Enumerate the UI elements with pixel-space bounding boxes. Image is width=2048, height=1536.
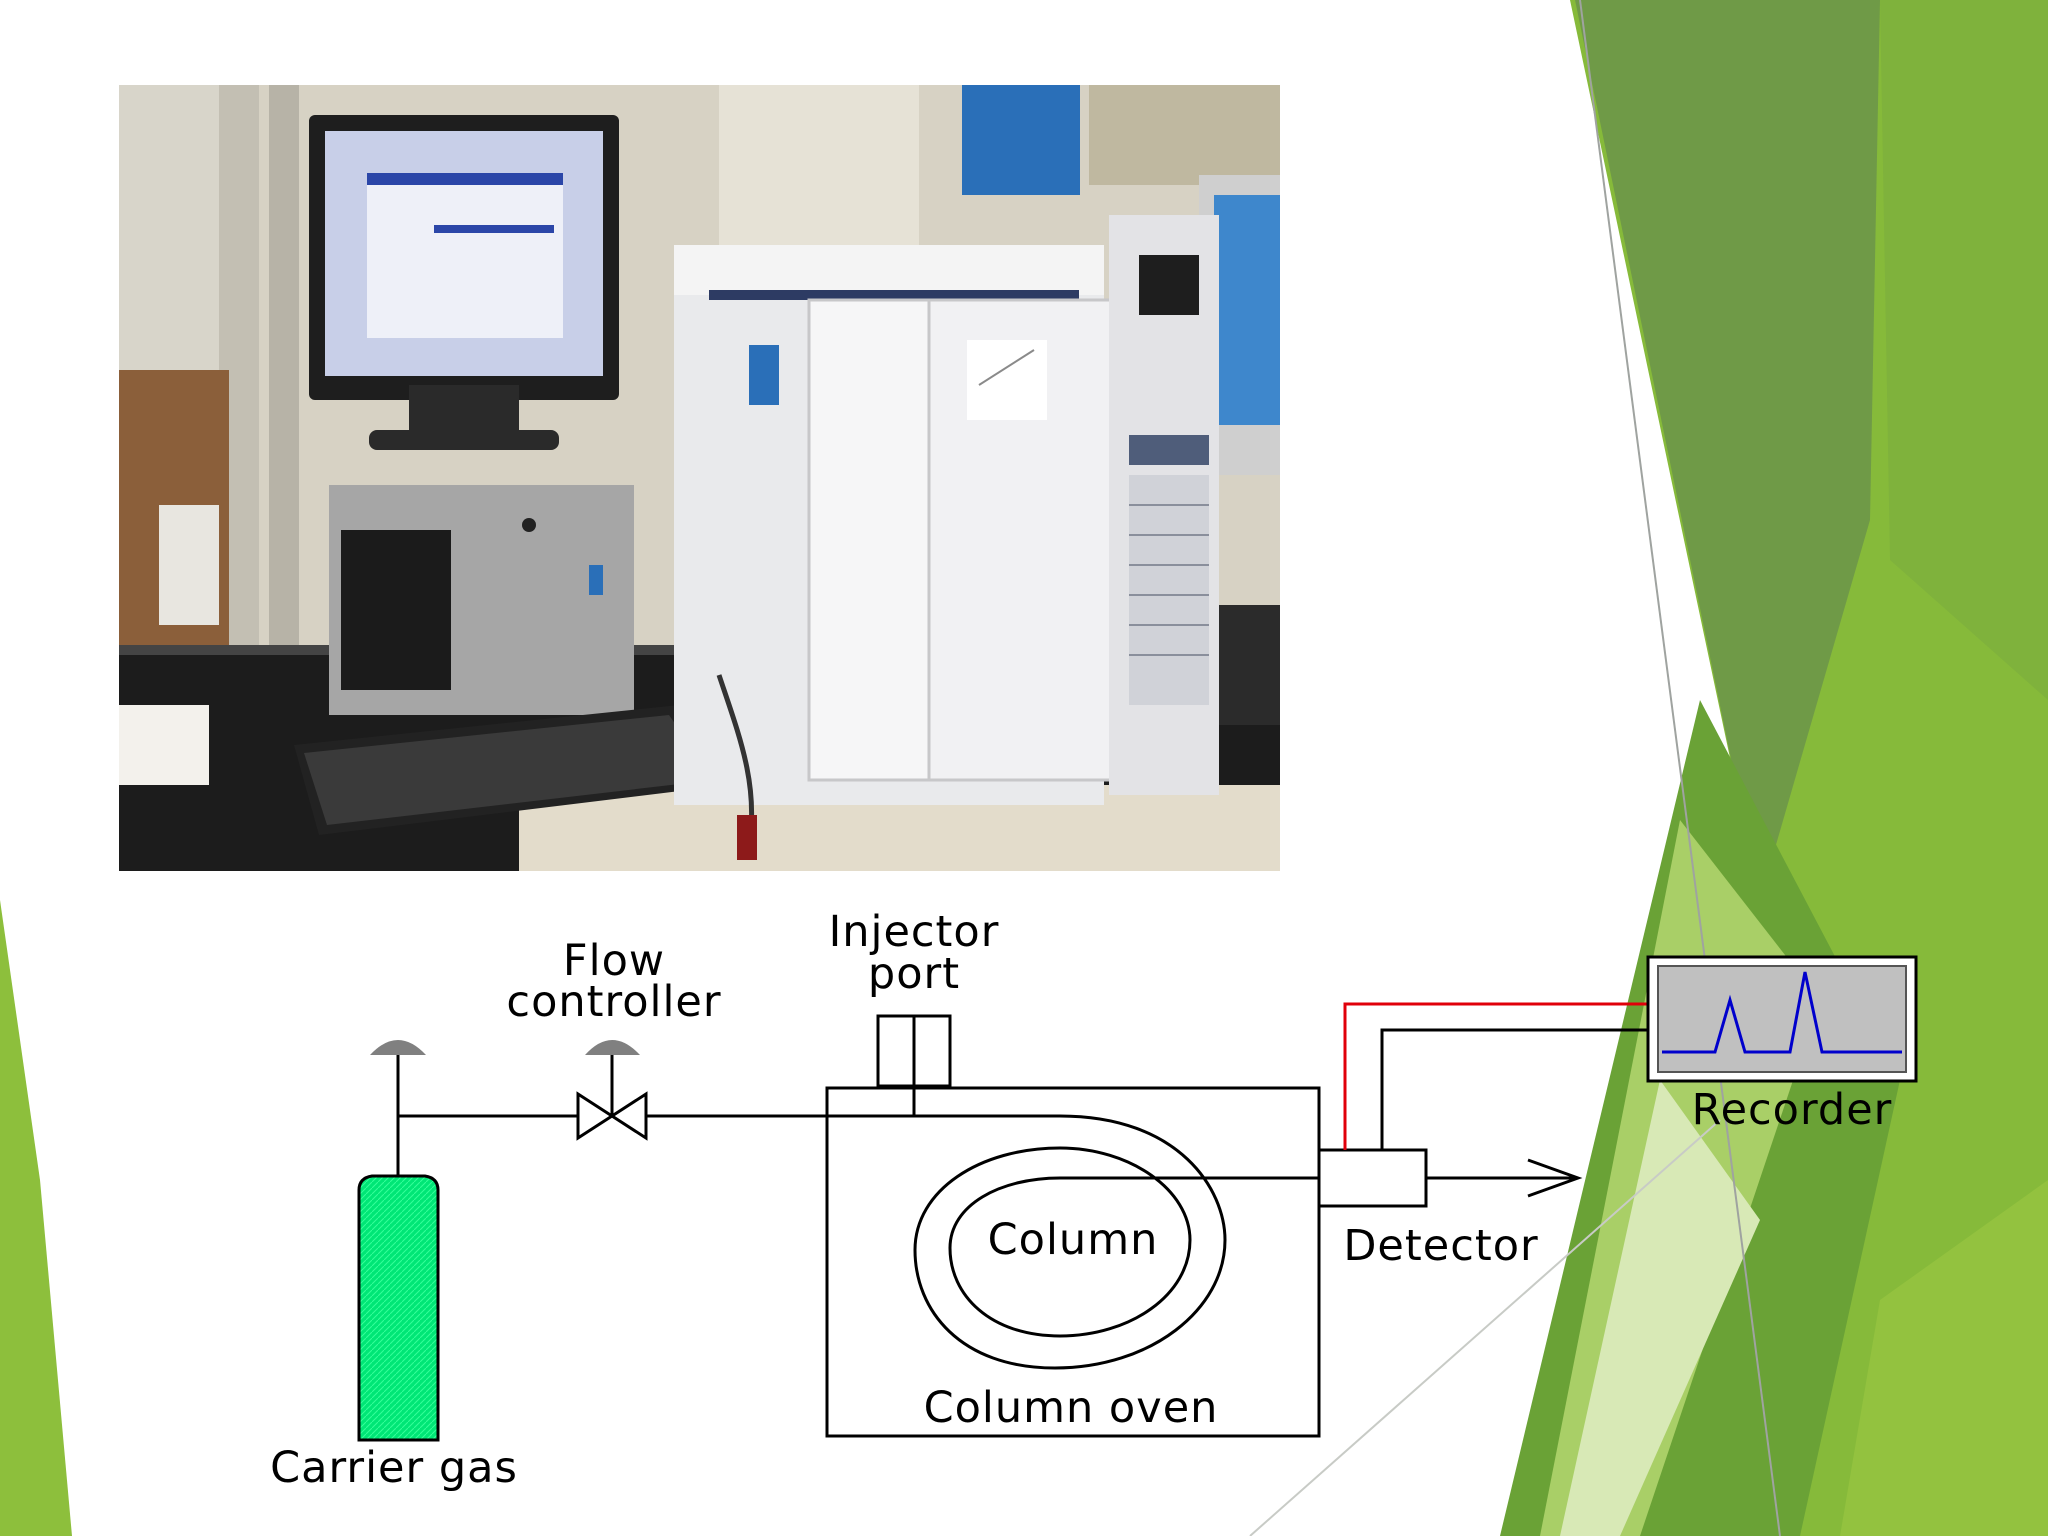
recorder-device [1646,955,1918,1083]
injector-port [876,1014,952,1116]
facet-line-2 [1249,1119,1721,1536]
gas-chromatograph-photo [119,85,1280,871]
flow-label: Flow [563,936,665,986]
right-facet-2 [1575,0,1880,900]
right-facet-3 [1880,0,2048,700]
signal-wire-black [1380,1028,1648,1150]
cylinder-valve-knob [370,1040,426,1176]
injector-label: Injector [829,907,1000,957]
right-facet-6 [1560,1080,1760,1536]
port-label: port [868,949,960,999]
recorder-label: Recorder [1692,1085,1893,1135]
carrier-gas-cylinder [357,1174,440,1442]
facet-line-1 [1579,0,1781,1536]
column-oven-label: Column oven [924,1383,1219,1433]
left-green-facet [0,900,72,1536]
column-oven-box [825,1086,1321,1438]
signal-wire-red [1343,1002,1648,1150]
flow-controller-valve [576,1040,648,1141]
detector-box [1317,1148,1428,1208]
controller-label: controller [506,977,721,1027]
column-coil [913,1114,1319,1370]
carrier-gas-label: Carrier gas [270,1443,518,1493]
exhaust-arrow [1426,1158,1583,1198]
chromatogram-trace [1662,971,1902,1054]
column-label: Column [988,1215,1159,1265]
detector-label: Detector [1343,1221,1538,1271]
right-facet-7 [1840,1180,2048,1536]
